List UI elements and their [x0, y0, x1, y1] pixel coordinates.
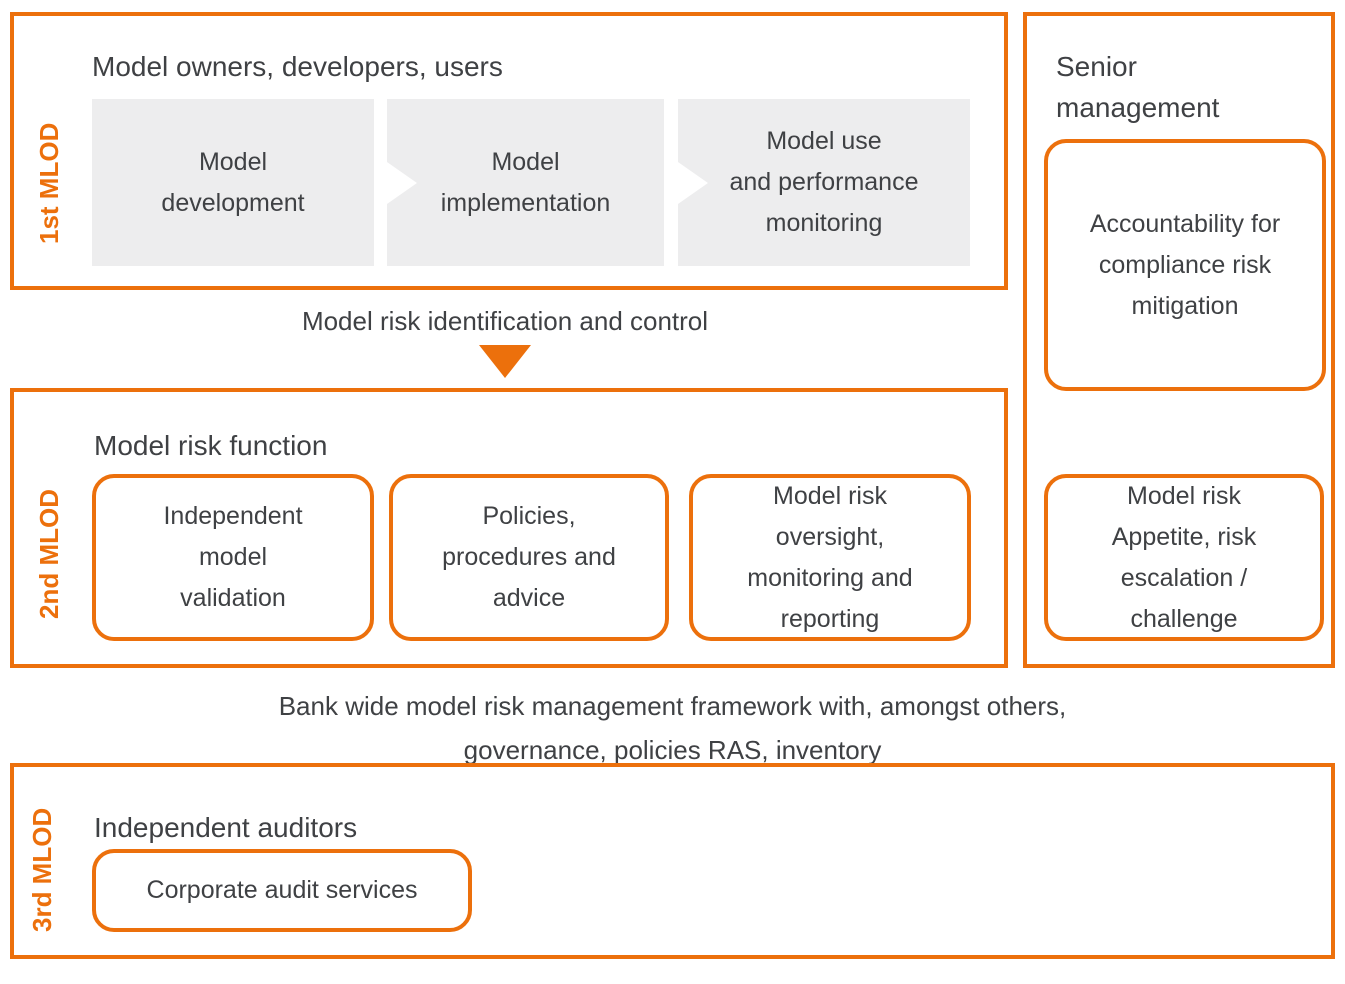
function-policies-procedures-advice: Policies, procedures and advice: [389, 474, 669, 641]
function-independent-model-validation: Independent model validation: [92, 474, 374, 641]
third-mlod-heading: Independent auditors: [94, 812, 358, 843]
identification-control-label: Model risk identification and control: [301, 306, 709, 336]
second-mlod-box: 2nd MLOD Model risk function Independent…: [10, 388, 1008, 668]
senior-management-box: Senior management Accountability for com…: [1023, 12, 1335, 668]
third-mlod-box: 3rd MLOD Independent auditors Corporate …: [10, 763, 1335, 959]
step-model-implementation: Model implementation: [387, 99, 664, 266]
chevron-right-icon: [387, 161, 417, 204]
connector-arrow-wrap: [10, 345, 1000, 378]
step-model-development: Model development: [92, 99, 374, 266]
chevron-right-icon: [678, 161, 708, 204]
senior-management-heading: Senior management: [1056, 51, 1220, 123]
second-mlod-label: 2nd MLOD: [34, 489, 64, 619]
senior-accountability-box: Accountability for compliance risk mitig…: [1044, 139, 1326, 391]
first-mlod-label: 1st MLOD: [34, 122, 64, 244]
function-oversight-monitoring-reporting: Model risk oversight, monitoring and rep…: [689, 474, 971, 641]
down-arrow-icon: [479, 345, 531, 378]
second-mlod-heading: Model risk function: [94, 430, 328, 461]
first-mlod-box: 1st MLOD Model owners, developers, users…: [10, 12, 1008, 290]
first-mlod-heading: Model owners, developers, users: [92, 51, 503, 82]
senior-risk-appetite-box: Model risk Appetite, risk escalation / c…: [1044, 474, 1324, 641]
third-mlod-label: 3rd MLOD: [27, 807, 57, 932]
step-model-use-monitoring: Model use and performance monitoring: [678, 99, 970, 266]
corporate-audit-services-box: Corporate audit services: [92, 849, 472, 932]
bank-wide-framework-label: Bank wide model risk management framewor…: [278, 691, 1067, 765]
